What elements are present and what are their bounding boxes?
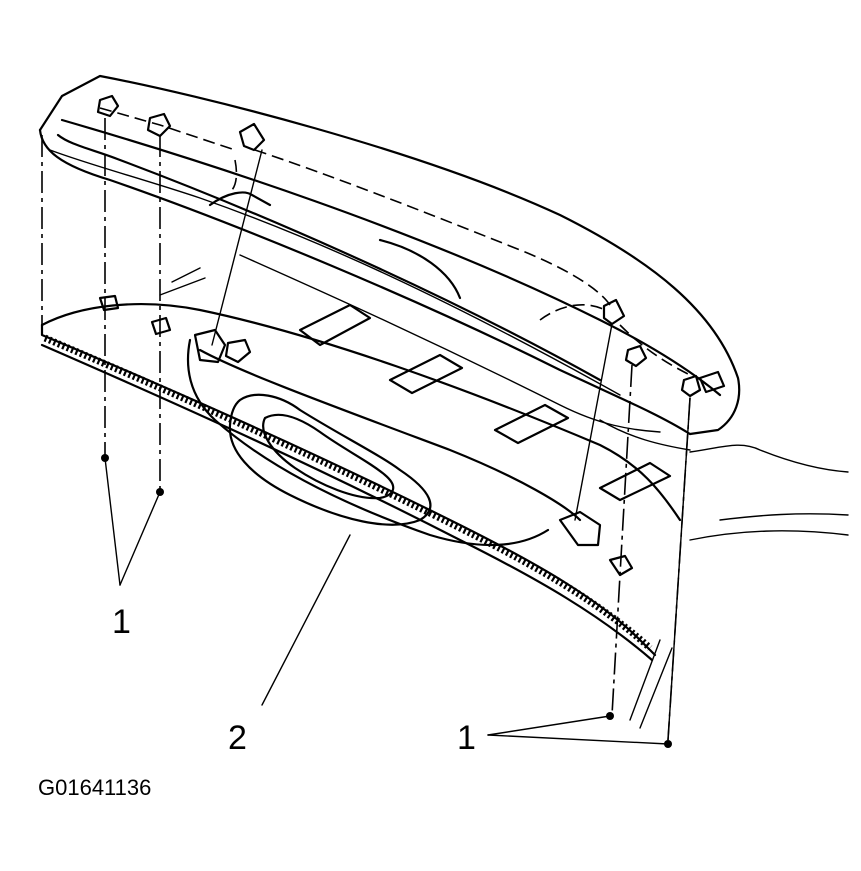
surface-ribs [159,267,672,502]
loose-fasteners [101,454,672,748]
callout-1-right: 1 [457,719,476,757]
alignment-lines [41,118,691,741]
callout-2-panel: 2 [228,719,247,757]
upper-fastener-clips [96,94,702,398]
leader-lines [104,457,669,745]
upper-trim-body [38,74,849,541]
callout-1-left: 1 [112,603,131,641]
figure-code: G01641136 [38,775,151,800]
hidden-edge-lines [99,107,691,376]
lower-panel-2 [40,294,682,662]
